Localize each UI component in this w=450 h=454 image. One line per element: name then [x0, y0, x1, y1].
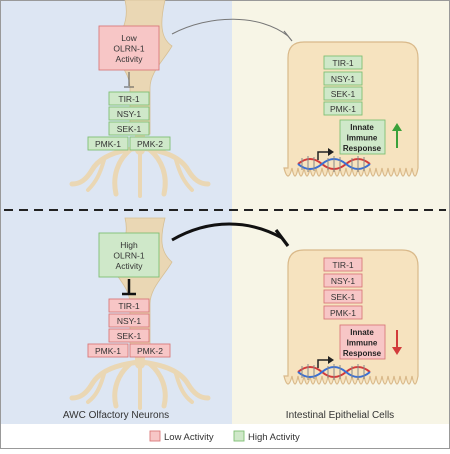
- top-up-arrow-icon: [392, 123, 402, 148]
- label-line: Innate: [350, 123, 374, 132]
- top-cell-kinase-label: SEK-1: [331, 89, 356, 99]
- top-arrow-bar: [283, 30, 293, 42]
- bottom-cell-kinase-label: TIR-1: [332, 260, 354, 270]
- bottom-neuron-kinase-label: PMK-2: [137, 346, 163, 356]
- legend: Low Activity High Activity: [149, 430, 300, 443]
- bottom-cell-kinase-label: SEK-1: [331, 292, 356, 302]
- label-line: OLRN-1: [113, 251, 144, 261]
- bottom-dna-icon: [297, 364, 371, 380]
- top-neuron-kinase-label: SEK-1: [117, 124, 142, 134]
- top-cell-kinases: TIR-1 NSY-1 SEK-1 PMK-1: [323, 55, 363, 116]
- label-line: High: [120, 240, 138, 250]
- label-line: Activity: [116, 261, 144, 271]
- label-line: Immune: [347, 134, 378, 143]
- bottom-neuron-kinase-label: PMK-1: [95, 346, 121, 356]
- top-cell-kinase-label: PMK-1: [330, 104, 356, 114]
- label-line: Response: [343, 349, 382, 358]
- top-neuron-kinase-label: NSY-1: [117, 109, 142, 119]
- right-caption: Intestinal Epithelial Cells: [286, 410, 394, 421]
- top-cell-kinase-label: NSY-1: [331, 74, 356, 84]
- top-neuron-kinases: TIR-1 NSY-1 SEK-1 PMK-1 PMK-2: [87, 91, 171, 151]
- top-neuron-kinase-label: PMK-1: [95, 139, 121, 149]
- label-line: Low: [121, 33, 137, 43]
- bottom-cell-kinase-label: PMK-1: [330, 308, 356, 318]
- legend-low-swatch: [149, 430, 161, 442]
- bottom-transcription-arrow-icon: [317, 356, 334, 368]
- left-caption: AWC Olfactory Neurons: [63, 410, 169, 421]
- bottom-neuron-kinase-label: SEK-1: [117, 331, 142, 341]
- bottom-neuron-kinases: TIR-1 NSY-1 SEK-1 PMK-1 PMK-2: [87, 298, 171, 358]
- bottom-down-arrow-icon: [392, 330, 402, 355]
- bottom-arrow-bar: [274, 229, 290, 247]
- label-line: Activity: [116, 54, 144, 64]
- bottom-cell-kinase-label: NSY-1: [331, 276, 356, 286]
- top-neuron-to-cell-arrow: [171, 18, 289, 37]
- label-line: Response: [343, 144, 382, 153]
- bottom-neuron-kinase-label: NSY-1: [117, 316, 142, 326]
- top-cell-kinase-label: TIR-1: [332, 58, 354, 68]
- label-line: OLRN-1: [113, 44, 144, 54]
- top-dna-icon: [297, 156, 371, 172]
- legend-low-label: Low Activity: [164, 432, 214, 443]
- top-neuron-kinase-label: TIR-1: [118, 94, 140, 104]
- top-neuron-kinase-label: PMK-2: [137, 139, 163, 149]
- legend-high-swatch: [233, 430, 245, 442]
- top-transcription-arrow-icon: [317, 148, 334, 160]
- label-line: Immune: [347, 339, 378, 348]
- bottom-cell-kinases: TIR-1 NSY-1 SEK-1 PMK-1: [323, 257, 363, 320]
- bottom-neuron-kinase-label: TIR-1: [118, 301, 140, 311]
- legend-high-label: High Activity: [248, 432, 300, 443]
- label-line: Innate: [350, 328, 374, 337]
- bottom-neuron-to-cell-arrow: [171, 222, 283, 242]
